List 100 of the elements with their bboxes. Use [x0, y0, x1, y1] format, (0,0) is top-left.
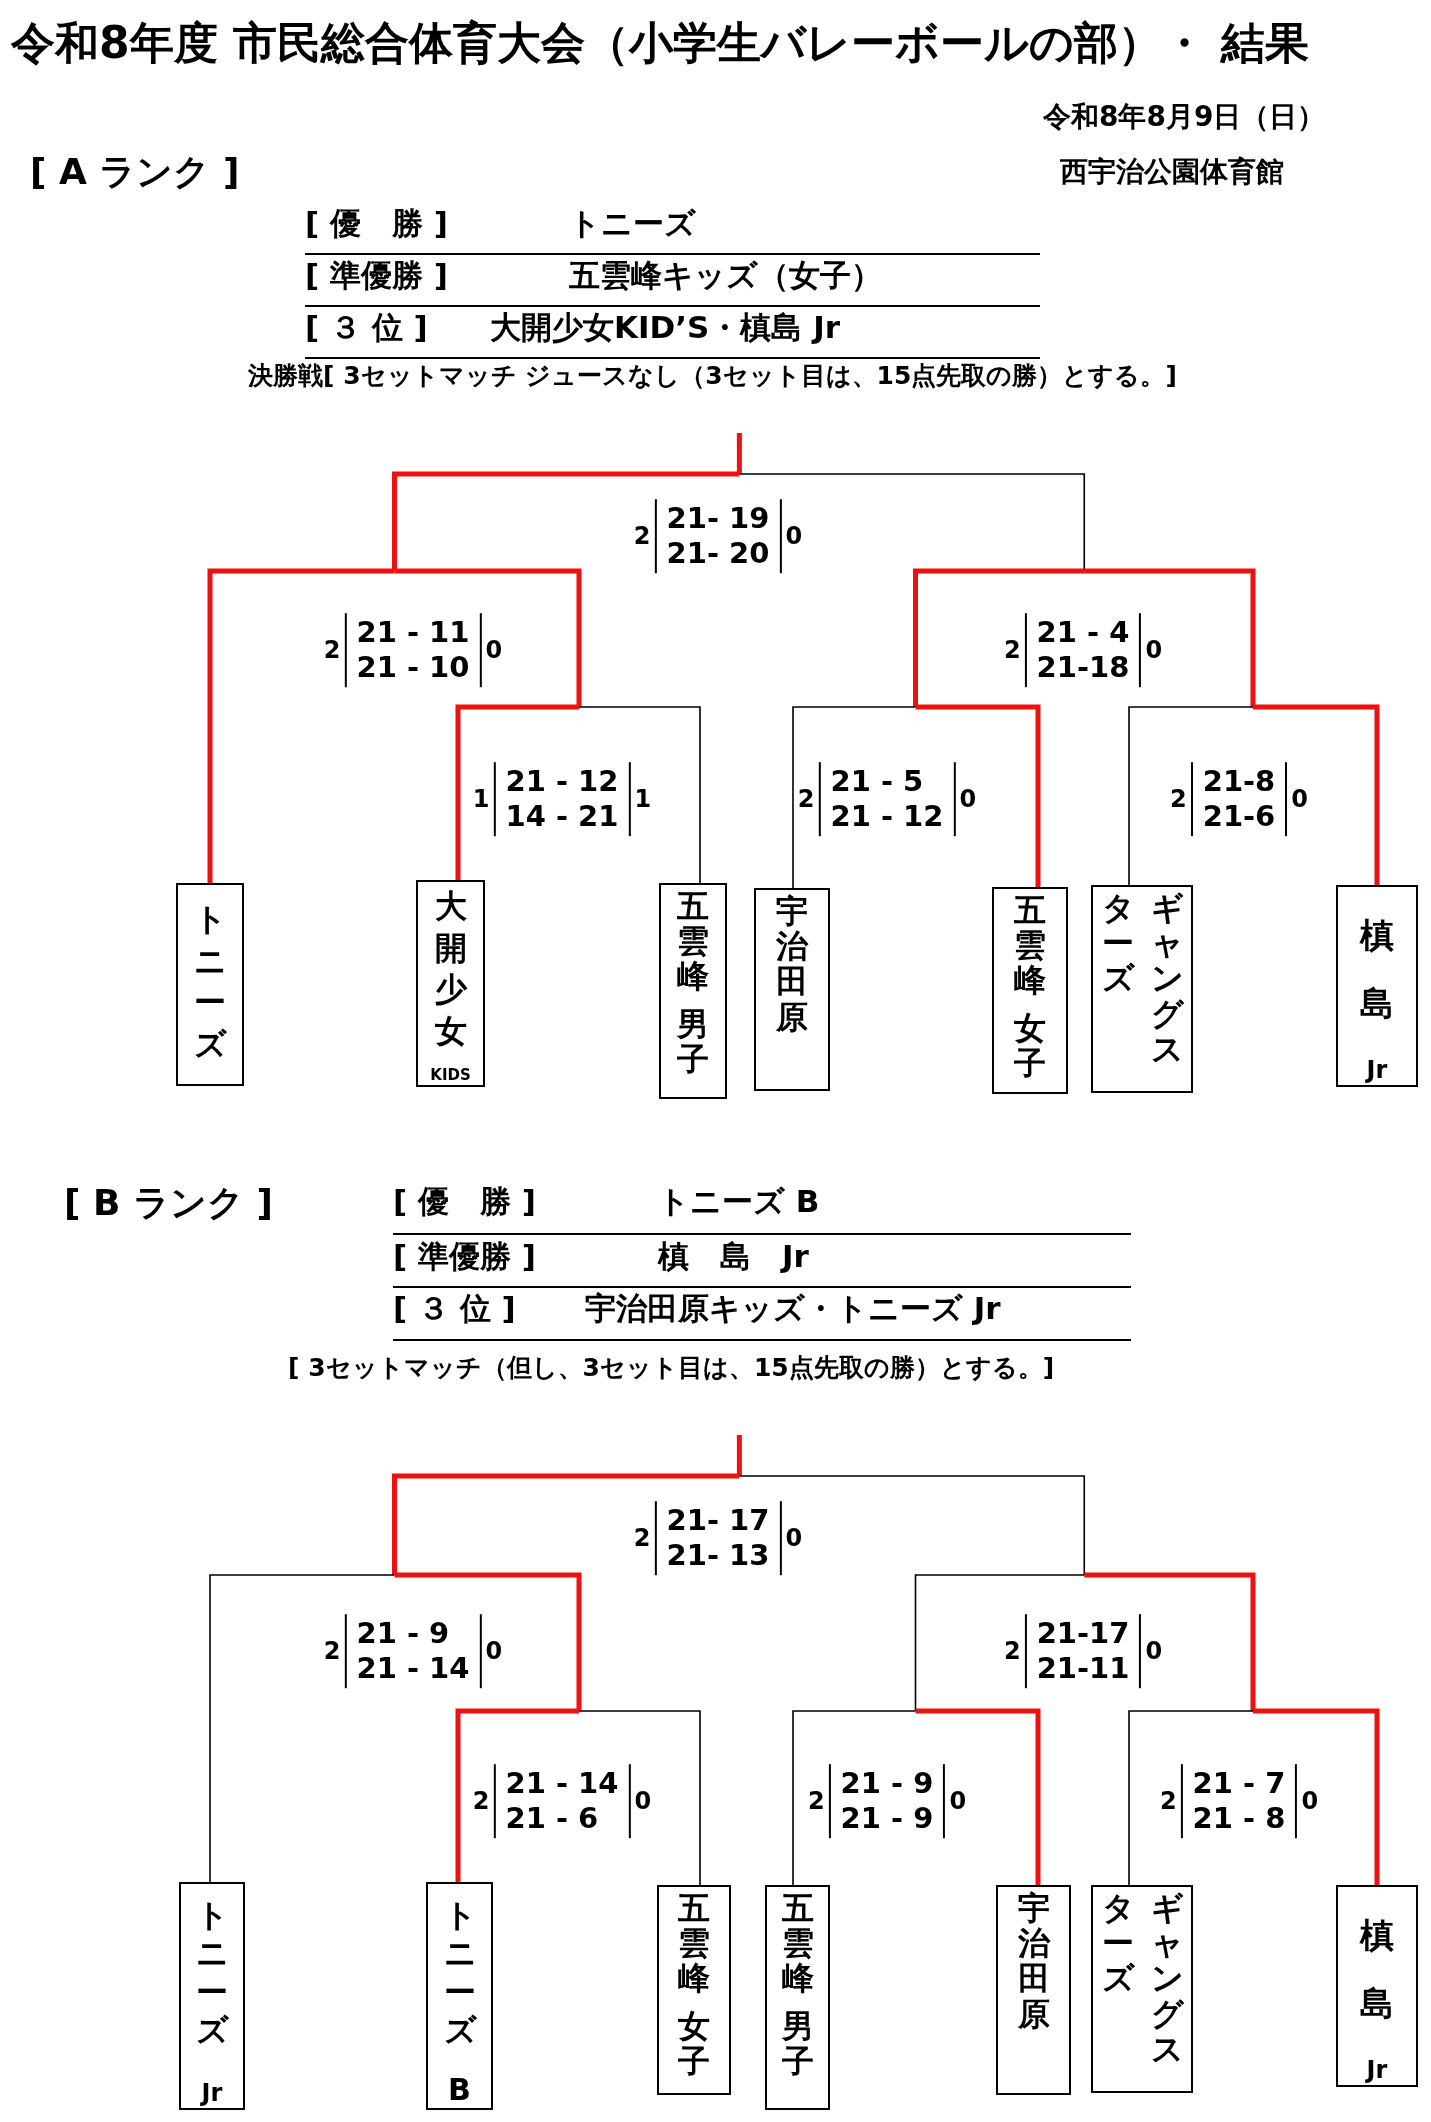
team-name: 男子 — [781, 2008, 814, 2079]
team-suffix: KIDS — [430, 1066, 471, 1085]
set-score: 21-6 — [1202, 799, 1276, 834]
sets-won: 0 — [959, 785, 977, 813]
team-box — [992, 887, 1068, 1094]
result-heading: [ 優 勝 ] — [393, 1183, 536, 1221]
sets-won: 2 — [1003, 636, 1021, 664]
sets-won: 2 — [1170, 785, 1187, 813]
team-result: トニーズ B — [658, 1183, 820, 1221]
team-name: 槙島 — [1360, 914, 1394, 1025]
venue-text: 西宇治公園体育館 — [1060, 155, 1284, 189]
sets-won: 0 — [1291, 785, 1308, 813]
sets-won: 0 — [1145, 636, 1163, 664]
winner-bracket-line — [1253, 1708, 1380, 1885]
sets-won: 2 — [633, 1524, 651, 1552]
team-result: トニーズ — [569, 205, 696, 243]
team-name: 槙島 — [1360, 1914, 1394, 2025]
sets-won: 0 — [785, 1524, 803, 1552]
team-box — [416, 880, 485, 1087]
bracket-line — [1128, 706, 1254, 886]
sets-won: 0 — [485, 1637, 503, 1665]
team-name: トニーズ — [194, 899, 226, 1065]
set-score: 21-11 — [1036, 1651, 1130, 1686]
set-score: 21 - 10 — [356, 650, 470, 685]
set-score: 21 - 12 — [830, 799, 944, 834]
team-name: 五雲峰 — [677, 889, 709, 995]
team-box — [426, 1882, 493, 2110]
result-heading: [ ３ 位 ] — [393, 1290, 516, 1328]
team-name: 五雲峰 — [781, 1891, 814, 1997]
team-name: 宇治田原 — [776, 894, 808, 1035]
set-score: 21 - 12 — [505, 764, 619, 799]
set-score: 21-8 — [1202, 764, 1276, 799]
rule-note: [ 3セットマッチ（但し、3セット目は、15点先取の勝）とする。] — [288, 1353, 1055, 1383]
bracket-line — [209, 1574, 396, 1883]
team-result: 宇治田原キッズ・トニーズ Jr — [585, 1290, 1001, 1328]
set-score: 21 - 7 — [1192, 1766, 1286, 1801]
team-suffix: Jr — [201, 2079, 223, 2108]
bracket-line — [738, 1475, 1086, 1576]
winner-bracket-line — [392, 1473, 740, 1575]
sets-won: 0 — [949, 1787, 967, 1815]
team-box — [176, 883, 244, 1086]
team-name: ギャングス — [1150, 891, 1183, 1067]
team-box — [659, 883, 727, 1099]
winner-bracket-line — [1253, 704, 1380, 885]
rank-heading: [ B ランク ] — [64, 1181, 273, 1225]
team-box — [765, 1885, 830, 2110]
set-score: 21- 13 — [666, 1538, 770, 1573]
winner-bracket-line — [394, 568, 582, 707]
sets-won: 1 — [472, 785, 490, 813]
team-box — [996, 1885, 1071, 2095]
winner-bracket-line — [207, 568, 395, 883]
sets-won: 1 — [634, 785, 652, 813]
team-box — [1336, 1885, 1418, 2087]
team-result: 大開少女KID’S・槙島 Jr — [490, 309, 840, 347]
bracket-line — [792, 706, 917, 889]
set-score: 21 - 6 — [505, 1801, 600, 1836]
set-score: 21 - 5 — [830, 764, 925, 799]
set-score: 21 - 9 — [840, 1801, 934, 1836]
team-suffix: Jr — [1366, 1056, 1388, 1085]
set-score: 21-18 — [1036, 650, 1130, 685]
winner-bracket-line — [455, 704, 579, 880]
team-name: 女子 — [1014, 1010, 1046, 1081]
set-score: 21- 19 — [666, 501, 770, 536]
set-score: 21 - 11 — [356, 615, 470, 650]
bracket-line — [578, 706, 701, 884]
bracket-line — [914, 1574, 1086, 1712]
set-score: 14 - 21 — [505, 799, 619, 834]
team-name: 五雲峰 — [1014, 893, 1046, 999]
team-name: 宇治田原 — [1017, 1891, 1050, 2032]
team-result: 五雲峰キッズ（女子） — [569, 257, 882, 295]
sets-won: 0 — [1301, 1787, 1319, 1815]
result-heading: [ 準優勝 ] — [305, 257, 448, 295]
team-name: ギャングス — [1150, 1891, 1183, 2067]
set-score: 21 - 14 — [505, 1766, 619, 1801]
team-name: ターズ — [1101, 1891, 1134, 1997]
team-suffix: Jr — [1366, 2056, 1388, 2085]
team-name: 女子 — [678, 2008, 710, 2079]
date-text: 令和8年8月9日（日） — [1043, 100, 1326, 134]
sets-won: 2 — [797, 785, 815, 813]
bracket-line — [738, 473, 1086, 572]
sets-won: 2 — [472, 1787, 490, 1815]
team-name: 五雲峰 — [678, 1891, 710, 1997]
set-score: 21 - 9 — [840, 1766, 934, 1801]
winner-bracket-line — [1084, 568, 1256, 707]
team-name: トニーズ — [443, 1896, 476, 2050]
set-score: 21- 20 — [666, 536, 770, 571]
set-score: 21 - 4 — [1036, 615, 1130, 650]
sets-won: 0 — [634, 1787, 652, 1815]
team-name: 男子 — [677, 1006, 709, 1077]
winner-bracket-line — [392, 471, 740, 571]
team-box — [1091, 885, 1193, 1093]
sets-won: 0 — [485, 636, 503, 664]
set-score: 21 - 9 — [356, 1616, 451, 1651]
sets-won: 2 — [323, 636, 341, 664]
team-box — [1091, 1885, 1193, 2093]
sets-won: 2 — [633, 522, 651, 550]
winner-bracket-line — [736, 433, 742, 474]
set-score: 21- 17 — [666, 1503, 770, 1538]
result-heading: [ 準優勝 ] — [393, 1238, 536, 1276]
winner-bracket-line — [915, 1708, 1041, 1885]
